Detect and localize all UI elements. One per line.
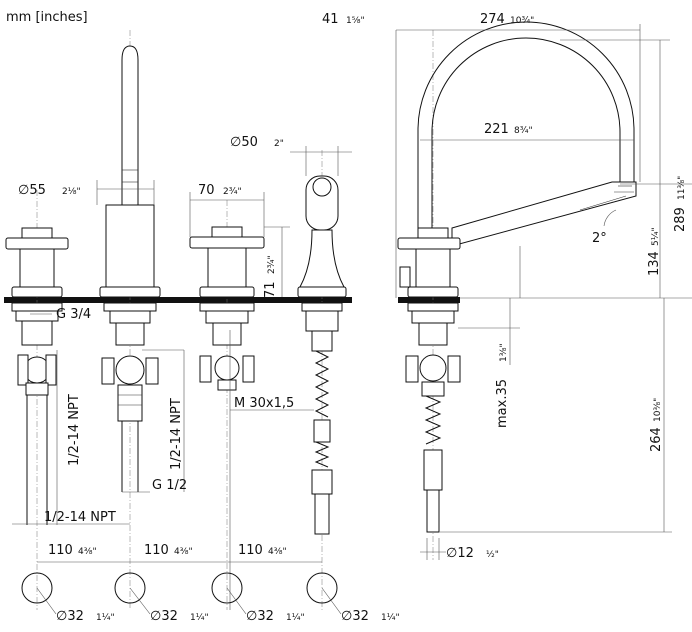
side-handle xyxy=(397,227,461,298)
spout-diameter-in: 2" xyxy=(274,139,284,149)
side-view: 41 1⅝" 274 10¾" 221 8¾" 289 11⅜" 134 5¼"… xyxy=(322,12,692,561)
side-dimensions xyxy=(395,24,692,560)
reach-total-mm: 274 xyxy=(480,12,505,27)
mounting-hole-3 xyxy=(211,572,243,604)
spacing-3-mm: 110 xyxy=(238,543,263,558)
shower-hose xyxy=(311,350,333,535)
right-valve-body xyxy=(199,302,255,391)
spacing-2-in: 4⅜" xyxy=(174,547,193,557)
right-cross-handle xyxy=(189,226,265,298)
connection-g12: G 1/2 xyxy=(152,478,187,493)
connection-npt-1: 1/2-14 NPT xyxy=(67,394,82,466)
pipe-diameter-in: ½" xyxy=(486,550,499,560)
height-total-mm: 289 xyxy=(673,207,688,232)
max-thickness-mm: max.35 xyxy=(495,379,510,428)
spout-angle: 2° xyxy=(592,231,607,246)
handle-height-mm: 71 xyxy=(263,281,278,298)
hole-1-in: 1¼" xyxy=(96,613,115,623)
hand-shower-holder xyxy=(297,175,347,352)
left-valve-body xyxy=(11,302,63,525)
arc-width-mm: 221 xyxy=(484,122,509,137)
handle-diameter-in: 2⅛" xyxy=(62,187,81,197)
hole-3-in: 1¼" xyxy=(286,613,305,623)
offset-top-mm: 41 xyxy=(322,12,339,27)
mounting-holes xyxy=(21,572,342,615)
spacing-1-in: 4⅜" xyxy=(78,547,97,557)
connection-npt-3: 1/2-14 NPT xyxy=(44,510,116,525)
left-cross-handle xyxy=(5,227,69,298)
hole-2-in: 1¼" xyxy=(190,613,209,623)
mounting-hole-2 xyxy=(114,572,146,604)
height-spout-mm: 134 xyxy=(647,251,662,276)
units-label: mm [inches] xyxy=(6,10,88,25)
hole-4-in: 1¼" xyxy=(381,613,400,623)
front-view: ∅55 2⅛" 70 2¾" ∅50 2" 71 2¾" G 3/4 1/2-1… xyxy=(4,30,400,624)
handle-height-in: 2¾" xyxy=(267,255,277,274)
mounting-hole-4 xyxy=(306,572,338,604)
offset-top-in: 1⅝" xyxy=(346,16,365,26)
hole-2-mm: ∅32 xyxy=(150,609,178,624)
height-spout-in: 5¼" xyxy=(651,227,661,246)
side-labels: 41 1⅝" 274 10¾" 221 8¾" 289 11⅜" 134 5¼"… xyxy=(322,12,688,561)
hose-thread: M 30x1,5 xyxy=(234,396,294,411)
below-deck-mm: 264 xyxy=(649,427,664,452)
mounting-hole-1 xyxy=(21,572,53,604)
hole-1-mm: ∅32 xyxy=(56,609,84,624)
gooseneck-spout xyxy=(417,21,637,247)
center-spout xyxy=(99,45,161,298)
connection-g34: G 3/4 xyxy=(56,307,91,322)
reach-total-in: 10¾" xyxy=(510,16,534,26)
pipe-diameter-mm: ∅12 xyxy=(446,546,474,561)
spacing-1-mm: 110 xyxy=(48,543,73,558)
front-labels: ∅55 2⅛" 70 2¾" ∅50 2" 71 2¾" G 3/4 1/2-1… xyxy=(18,135,400,624)
arc-width-in: 8¾" xyxy=(514,126,533,136)
center-valve-body xyxy=(101,302,159,492)
max-thickness-in: 1⅜" xyxy=(499,343,509,362)
handle-width-in: 2¾" xyxy=(223,187,242,197)
deck-plate-front xyxy=(4,297,352,303)
height-total-in: 11⅜" xyxy=(677,176,687,200)
below-deck-in: 10⅜" xyxy=(653,398,663,422)
connection-npt-2: 1/2-14 NPT xyxy=(169,398,184,470)
side-valve-body xyxy=(405,302,461,533)
spout-diameter-mm: ∅50 xyxy=(230,135,258,150)
deck-plate-side xyxy=(398,297,460,303)
hole-3-mm: ∅32 xyxy=(246,609,274,624)
spacing-2-mm: 110 xyxy=(144,543,169,558)
spacing-3-in: 4⅜" xyxy=(268,547,287,557)
front-dimensions xyxy=(12,146,352,610)
handle-diameter-mm: ∅55 xyxy=(18,183,46,198)
handle-width-mm: 70 xyxy=(198,183,215,198)
hole-4-mm: ∅32 xyxy=(341,609,369,624)
